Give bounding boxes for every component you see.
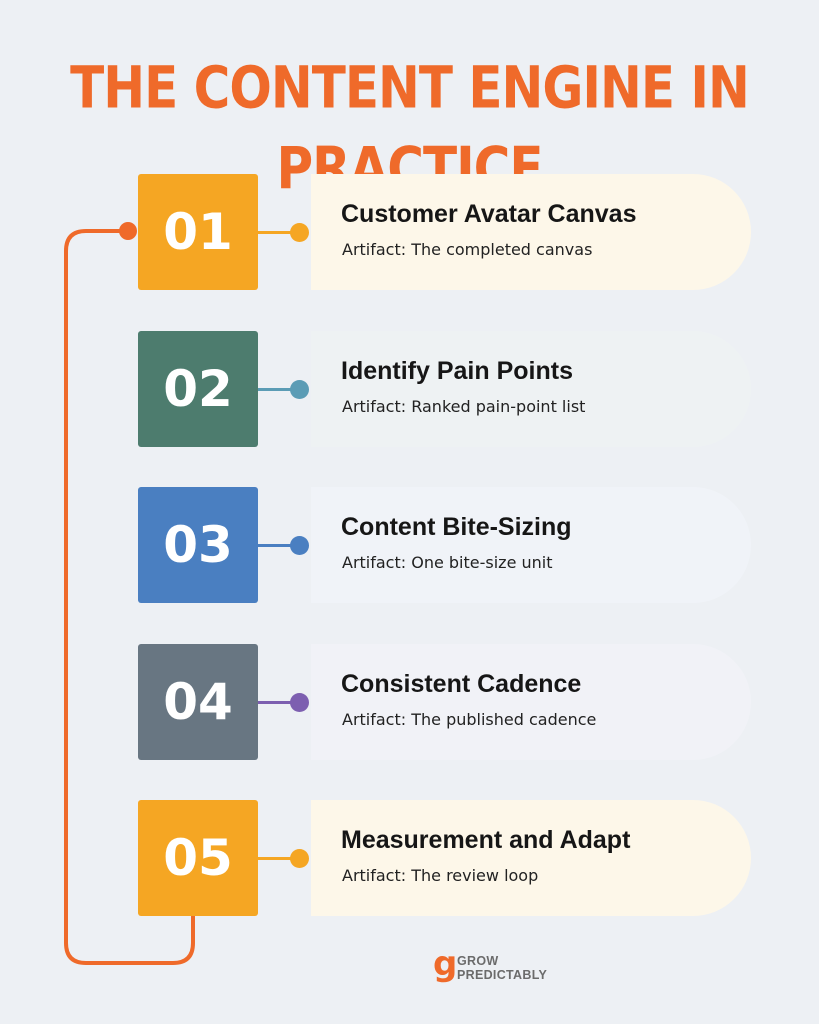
logo-mark: g xyxy=(433,944,458,984)
step-connector-dot xyxy=(290,380,309,399)
step-number-box: 04 xyxy=(138,644,258,760)
logo-text-line2: PREDICTABLY xyxy=(457,968,548,982)
step-connector-line xyxy=(258,388,298,391)
step-title: Customer Avatar Canvas xyxy=(341,200,637,228)
page-title: THE CONTENT ENGINE IN PRACTICE xyxy=(70,54,750,202)
step-title: Consistent Cadence xyxy=(341,670,582,698)
step-artifact: Artifact: Ranked pain-point list xyxy=(342,397,586,416)
step-artifact: Artifact: The review loop xyxy=(342,866,539,885)
step-connector-line xyxy=(258,857,298,860)
step-artifact: Artifact: One bite-size unit xyxy=(342,553,553,572)
step-artifact: Artifact: The completed canvas xyxy=(342,240,593,259)
step-connector-dot xyxy=(290,223,309,242)
brand-logo: g GROW PREDICTABLY xyxy=(433,946,553,986)
step-number-box: 02 xyxy=(138,331,258,447)
logo-text-line1: GROW xyxy=(457,954,499,968)
step-connector-dot xyxy=(290,536,309,555)
step-number-box: 05 xyxy=(138,800,258,916)
step-artifact: Artifact: The published cadence xyxy=(342,710,597,729)
step-number-box: 03 xyxy=(138,487,258,603)
step-connector-line xyxy=(258,544,298,547)
step-connector-line xyxy=(258,231,298,234)
step-connector-dot xyxy=(290,849,309,868)
step-connector-dot xyxy=(290,693,309,712)
step-title: Identify Pain Points xyxy=(341,357,573,385)
step-number-box: 01 xyxy=(138,174,258,290)
step-title: Measurement and Adapt xyxy=(341,826,631,854)
step-connector-line xyxy=(258,701,298,704)
step-title: Content Bite-Sizing xyxy=(341,513,572,541)
